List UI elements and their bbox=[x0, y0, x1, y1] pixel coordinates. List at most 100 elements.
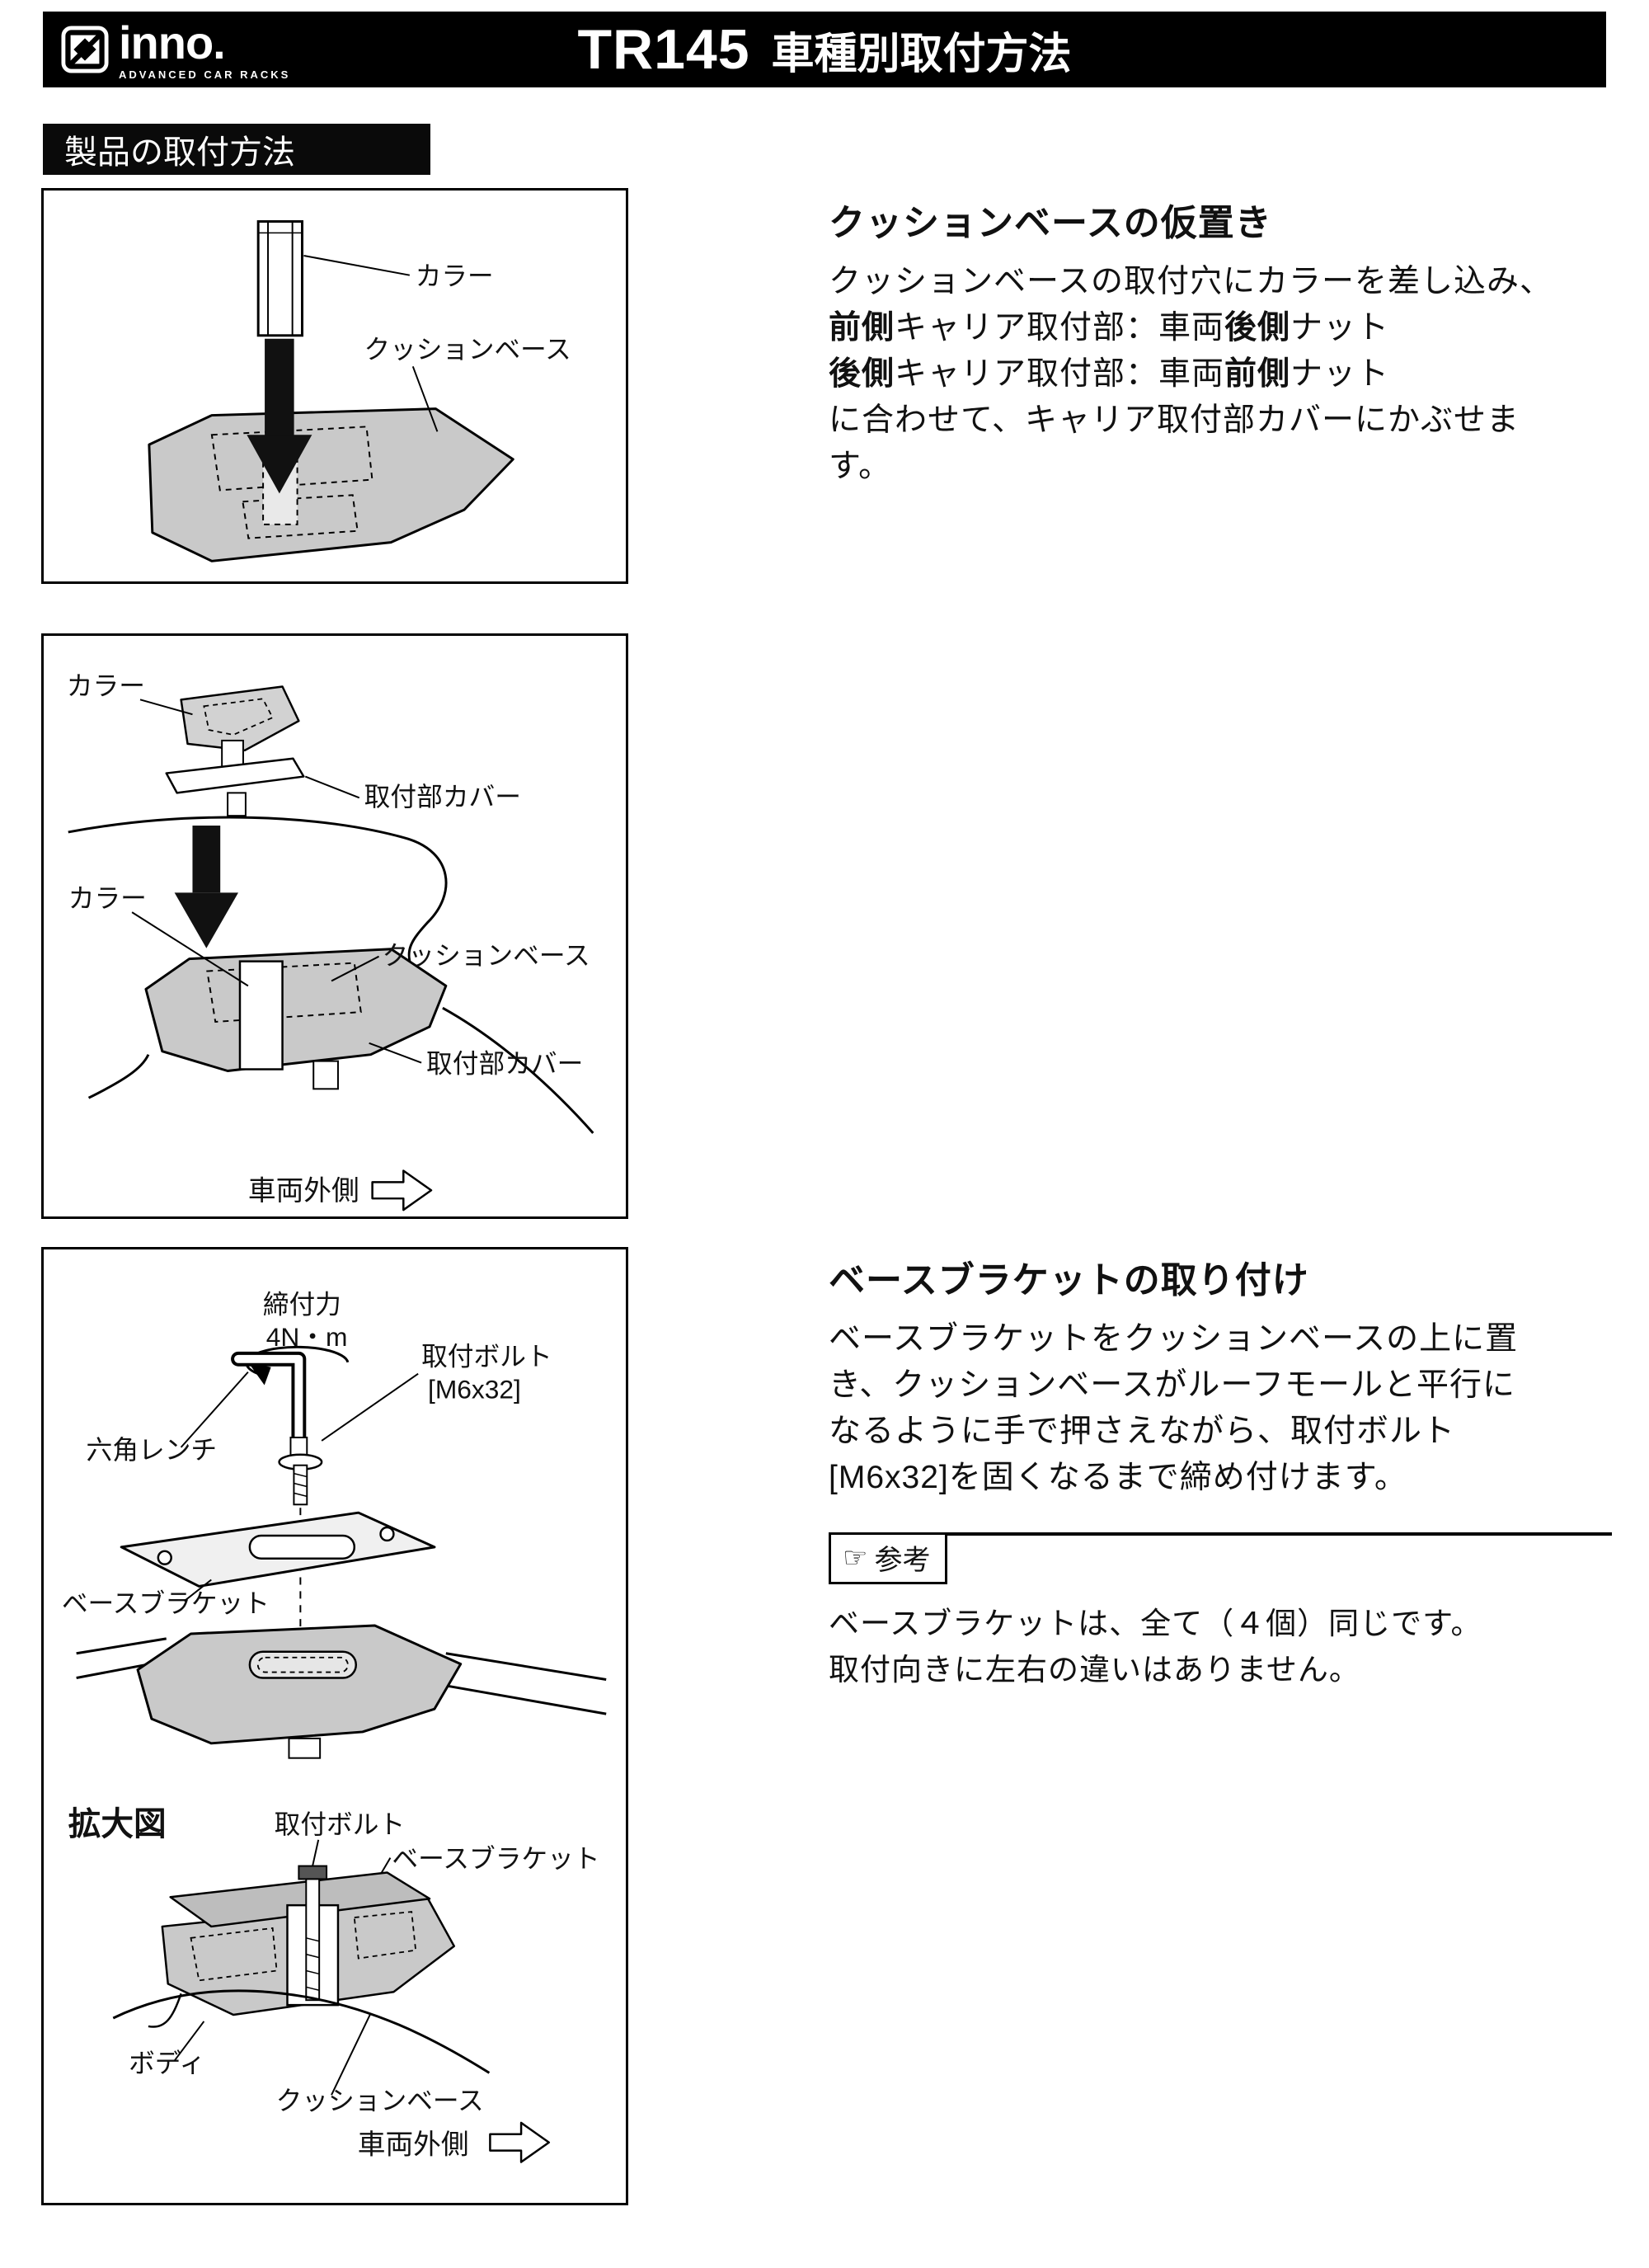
diagram3-svg: 締付力 4N・m 六角レンチ 取付ボルト bbox=[62, 1289, 607, 2163]
front-bold: 前側 bbox=[829, 310, 895, 346]
line3-text: キャリア取付部：車両 bbox=[895, 356, 1225, 392]
step1-heading: クッションベースの仮置き bbox=[829, 203, 1272, 243]
collar-top-shape bbox=[180, 685, 300, 773]
leader-line bbox=[321, 1372, 419, 1442]
cushion-base-on-rail bbox=[136, 1624, 463, 1759]
cushion-base-shape bbox=[148, 407, 514, 562]
cushion-base-label: クッションベース bbox=[364, 334, 571, 364]
bolt2-label: 取付ボルト bbox=[275, 1809, 406, 1839]
molding-line bbox=[445, 1652, 607, 1681]
cover-top-shape bbox=[165, 757, 305, 817]
molding-line bbox=[429, 1681, 607, 1715]
collar-label: カラー bbox=[416, 261, 494, 291]
hex-wrench-label: 六角レンチ bbox=[87, 1435, 218, 1465]
leader-line bbox=[311, 1839, 320, 1870]
collar-top-label: カラー bbox=[67, 671, 145, 700]
vehicle-outside-label: 車両外側 bbox=[248, 1175, 359, 1207]
rule-line bbox=[947, 1532, 1612, 1536]
down-arrow bbox=[247, 338, 312, 494]
step2-line1: ベースブラケットをクッションベースの上に置 bbox=[829, 1321, 1519, 1357]
model-number: TR145 bbox=[577, 18, 750, 81]
bolt-size-label: [M6x32] bbox=[428, 1374, 521, 1404]
diagram1-svg: カラー クッションベース bbox=[148, 220, 571, 562]
line2-suffix: ナット bbox=[1290, 310, 1390, 346]
diagram-collar-insertion: カラー クッションベース bbox=[41, 188, 628, 584]
step1-line1: クッションベースの取付穴にカラーを差し込み、 bbox=[829, 264, 1553, 299]
step2-instructions: ベースブラケットの取り付け ベースブラケットをクッションベースの上に置 き、クッ… bbox=[829, 1250, 1612, 1693]
reference-badge: ☞ 参考 bbox=[829, 1532, 948, 1584]
outline-right-arrow-icon bbox=[489, 2121, 551, 2163]
collar-bottom-label: カラー bbox=[68, 883, 147, 913]
bolt-shape bbox=[278, 1436, 323, 1506]
inno-logo-icon bbox=[61, 26, 109, 73]
diagram-cover-placement: カラー 取付部カバー カラー クッションベース bbox=[41, 633, 628, 1219]
reference-note-rule: ☞ 参考 bbox=[829, 1532, 1612, 1584]
inno-logo: inno. ADVANCED CAR RACKS bbox=[43, 16, 291, 81]
inno-logo-text: inno. ADVANCED CAR RACKS bbox=[119, 16, 291, 81]
note-line1: ベースブラケットは、全て（４個）同じです。 bbox=[829, 1607, 1482, 1640]
molding-line bbox=[76, 1637, 167, 1655]
page-title: TR145 車種別取付方法 bbox=[577, 17, 1071, 82]
leader-line bbox=[369, 1042, 422, 1064]
step1-line4: に合わせて、キャリア取付部カバーにかぶせま bbox=[829, 402, 1520, 438]
leader-line bbox=[131, 911, 249, 987]
hex-wrench-shape bbox=[231, 1351, 307, 1445]
leader-line bbox=[304, 775, 360, 799]
base-bracket-label: ベースブラケット bbox=[62, 1588, 270, 1618]
leader-line bbox=[411, 365, 439, 432]
note-line2: 取付向きに左右の違いはありません。 bbox=[829, 1653, 1360, 1687]
body-panel-flange bbox=[148, 1993, 182, 2028]
line3-suffix: ナット bbox=[1290, 356, 1390, 392]
diagram2-svg: カラー 取付部カバー カラー クッションベース bbox=[67, 671, 594, 1212]
step2-line2: き、クッションベースがルーフモールと平行に bbox=[829, 1367, 1515, 1403]
step2-line3: なるように手で押さえながら、取付ボルト bbox=[829, 1414, 1456, 1449]
cushion-base-assembly bbox=[144, 948, 448, 1090]
section-title: 製品の取付方法 bbox=[64, 134, 295, 171]
collar-shape bbox=[256, 220, 303, 337]
step2-heading: ベースブラケットの取り付け bbox=[829, 1260, 1309, 1301]
rear-bold: 後側 bbox=[1224, 310, 1291, 346]
reference-note-text: ベースブラケットは、全て（４個）同じです。 取付向きに左右の違いはありません。 bbox=[829, 1601, 1612, 1693]
front-bold2: 前側 bbox=[1224, 356, 1291, 392]
step1-line2: 前側キャリア取付部：車両後側ナット bbox=[829, 305, 1612, 351]
step1-line3: 後側キャリア取付部：車両前側ナット bbox=[829, 351, 1612, 398]
cover-top-label: 取付部カバー bbox=[364, 782, 521, 812]
header-bar: inno. ADVANCED CAR RACKS TR145 車種別取付方法 bbox=[43, 12, 1606, 87]
roof-line bbox=[442, 1006, 594, 1134]
line2-text: キャリア取付部：車両 bbox=[895, 310, 1225, 346]
down-arrow bbox=[174, 826, 238, 948]
base-bracket-plate bbox=[120, 1511, 436, 1588]
pointing-hand-icon: ☞ bbox=[843, 1541, 868, 1574]
cover-bottom-label: 取付部カバー bbox=[426, 1048, 583, 1078]
leader-line bbox=[183, 1579, 212, 1602]
step2-line4: [M6x32]を固くなるまで締め付けます。 bbox=[829, 1460, 1407, 1495]
body-label: ボディ bbox=[129, 2048, 205, 2077]
reference-badge-label: 参考 bbox=[874, 1545, 931, 1576]
molding-line bbox=[76, 1662, 155, 1679]
leader-line bbox=[180, 1371, 249, 1448]
leader-line bbox=[331, 2012, 372, 2096]
leader-line bbox=[173, 2021, 205, 2062]
rear-bold2: 後側 bbox=[829, 356, 895, 392]
enlarged-view-label: 拡大図 bbox=[68, 1806, 167, 1842]
step1-line5: す。 bbox=[829, 449, 892, 484]
torque-label: 締付力 bbox=[263, 1289, 341, 1319]
step1-instructions: クッションベースの仮置き クッションベースの取付穴にカラーを差し込み、 前側キャ… bbox=[829, 193, 1612, 490]
roof-line bbox=[87, 1054, 150, 1099]
bolt-label: 取付ボルト bbox=[421, 1342, 552, 1372]
leader-line bbox=[303, 255, 411, 276]
cushion-base-label2: クッションベース bbox=[276, 2086, 484, 2115]
leader-line bbox=[331, 955, 379, 982]
outline-right-arrow-icon bbox=[371, 1169, 433, 1212]
brand-name: inno. bbox=[119, 16, 226, 68]
document-title: 車種別取付方法 bbox=[771, 31, 1072, 78]
section-title-bar: 製品の取付方法 bbox=[43, 124, 430, 175]
brand-tagline: ADVANCED CAR RACKS bbox=[119, 68, 291, 81]
leader-line bbox=[139, 699, 193, 716]
cushion-base-label: クッションベース bbox=[383, 941, 590, 971]
body-panel-line bbox=[112, 1989, 491, 2074]
roof-line bbox=[68, 816, 448, 972]
vehicle-outside-label2: 車両外側 bbox=[358, 2129, 469, 2161]
diagram-bracket-mounting: 締付力 4N・m 六角レンチ 取付ボルト bbox=[41, 1247, 628, 2205]
